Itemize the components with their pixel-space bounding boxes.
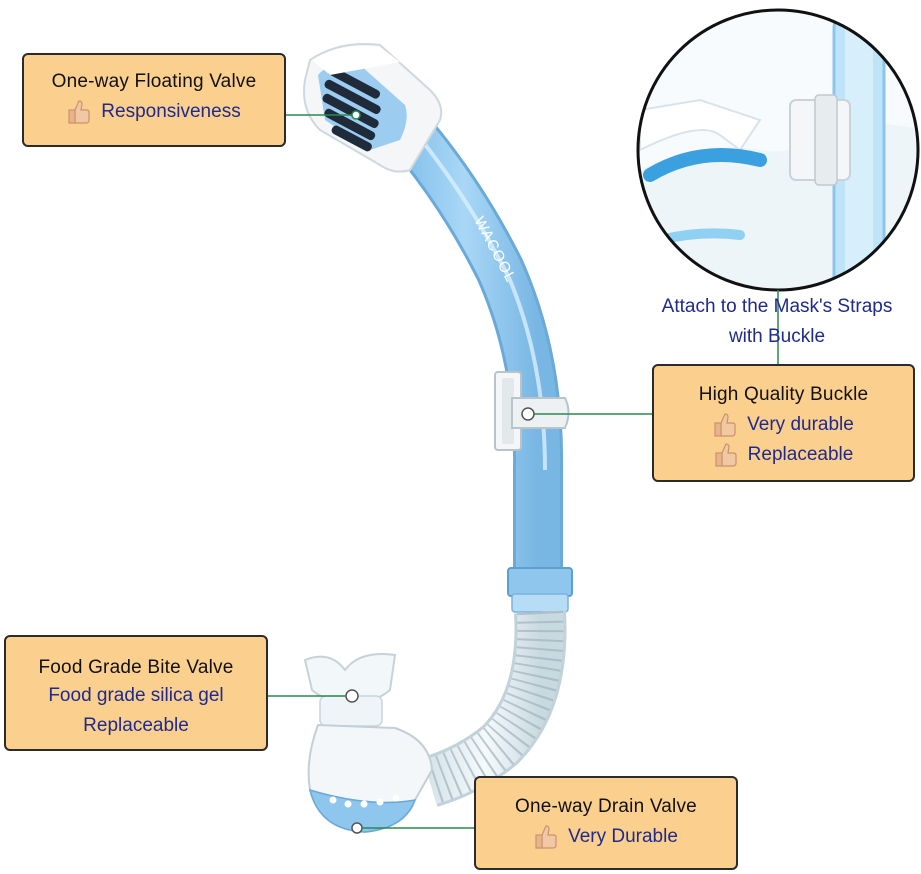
- mask-caption-line2: with Buckle: [728, 326, 826, 347]
- callout-title: One-way Drain Valve: [515, 796, 697, 817]
- thumbs-up-icon: [714, 442, 738, 468]
- flex-hose: [422, 610, 567, 807]
- callout-title: High Quality Buckle: [698, 384, 869, 405]
- thumbs-up-icon: [67, 99, 91, 125]
- callout-feature: Food grade silica gel: [48, 685, 224, 706]
- tube-connector: [507, 567, 573, 613]
- callout-feature: Replaceable: [747, 444, 854, 465]
- leader-lines: [268, 110, 779, 829]
- mask-caption-line1: Attach to the Mask's Straps: [661, 296, 893, 317]
- thumbs-up-icon: [534, 824, 558, 850]
- buckle: [494, 371, 570, 451]
- callout-drain-valve: One-way Drain Valve Very Durable: [474, 776, 738, 870]
- snorkel-tube: WACOOL: [371, 92, 564, 570]
- callout-title: One-way Floating Valve: [51, 71, 257, 92]
- mask-detail-circle: [636, 8, 920, 292]
- callout-floating-valve: One-way Floating Valve Responsiveness: [22, 53, 286, 147]
- thumbs-up-icon: [713, 412, 737, 438]
- callout-feature: Responsiveness: [101, 101, 241, 122]
- callout-bite-valve: Food Grade Bite Valve Food grade silica …: [4, 635, 268, 751]
- floating-valve-head: [303, 43, 443, 173]
- callout-feature: Replaceable: [83, 715, 189, 736]
- mask-caption: Attach to the Mask's Straps with Buckle: [632, 292, 921, 352]
- callout-buckle: High Quality Buckle Very durable Replace…: [652, 364, 915, 482]
- callout-title: Food Grade Bite Valve: [38, 657, 234, 678]
- callout-feature: Very durable: [747, 414, 854, 435]
- mouthpiece: [303, 653, 434, 834]
- callout-feature: Very Durable: [568, 826, 678, 847]
